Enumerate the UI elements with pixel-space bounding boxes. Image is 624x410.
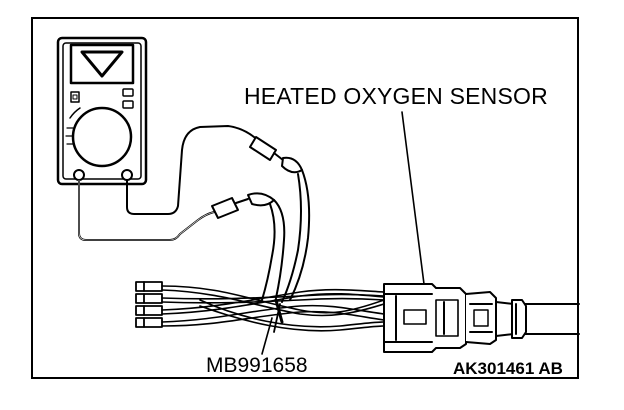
probe-jack: [121, 169, 133, 181]
probe-jack: [73, 169, 85, 181]
sensor-leader-line: [401, 111, 425, 285]
test-leads: [78, 125, 311, 303]
meter-button: [122, 88, 134, 97]
test-harness: [135, 281, 580, 353]
meter-button: [70, 91, 80, 103]
meter-button: [122, 100, 134, 109]
voltage-symbol-icon: [80, 50, 124, 78]
tool-label: MB991658: [206, 354, 308, 377]
multimeter: [56, 36, 148, 186]
leader-lines: [261, 111, 425, 355]
rotary-dial: [71, 106, 133, 168]
sensor-label: HEATED OXYGEN SENSOR: [244, 83, 548, 109]
tool-leader-line: [261, 317, 273, 355]
figure-code: AK301461 AB: [453, 359, 563, 378]
